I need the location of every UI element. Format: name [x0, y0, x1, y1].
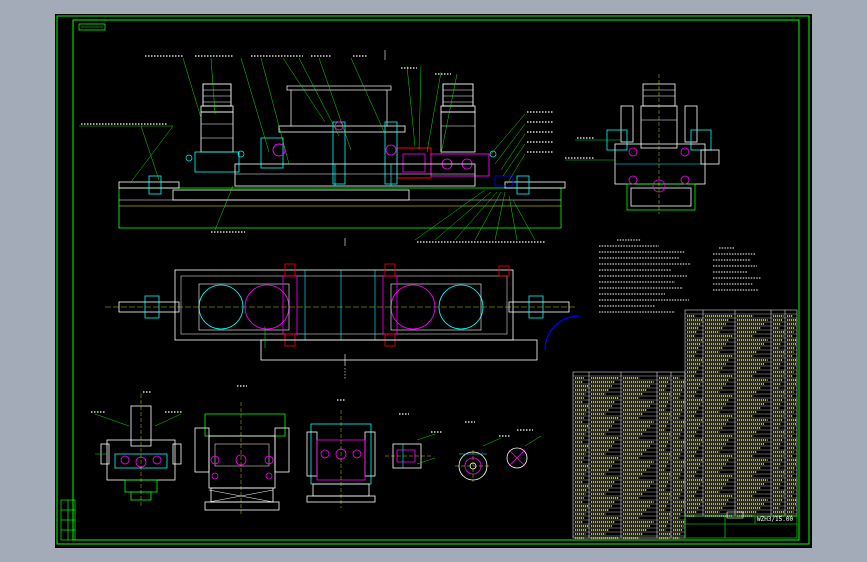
- detail-view-f: [506, 435, 542, 469]
- technical-notes: [599, 239, 761, 313]
- side-view-leaders: [565, 139, 621, 161]
- drawing-number: WZH3/15.00: [757, 516, 794, 523]
- assembly-drawing: [56, 15, 810, 545]
- front-elevation-view: [118, 50, 566, 246]
- front-elevation-callout-marks: [81, 55, 553, 243]
- cad-sheet: WZH3/15.00: [55, 14, 812, 548]
- parts-list-lower: [572, 371, 686, 539]
- parts-list-rows: [573, 313, 798, 539]
- detail-view-b: [194, 402, 290, 514]
- side-view-right: [606, 74, 720, 214]
- left-revision-table: [60, 499, 76, 541]
- detail-view-c: [306, 410, 376, 508]
- title-block: [684, 511, 798, 539]
- corner-label-box: [78, 23, 106, 31]
- front-elevation-leaders: [79, 57, 536, 241]
- plan-view: [105, 263, 580, 380]
- parts-list-upper: [684, 309, 798, 517]
- inner-border: [72, 19, 800, 541]
- detail-view-a: [94, 394, 182, 506]
- detail-callout-marks: [91, 385, 533, 437]
- outer-border: [56, 15, 810, 545]
- detail-view-d: [385, 433, 436, 469]
- detail-view-e: [455, 437, 502, 482]
